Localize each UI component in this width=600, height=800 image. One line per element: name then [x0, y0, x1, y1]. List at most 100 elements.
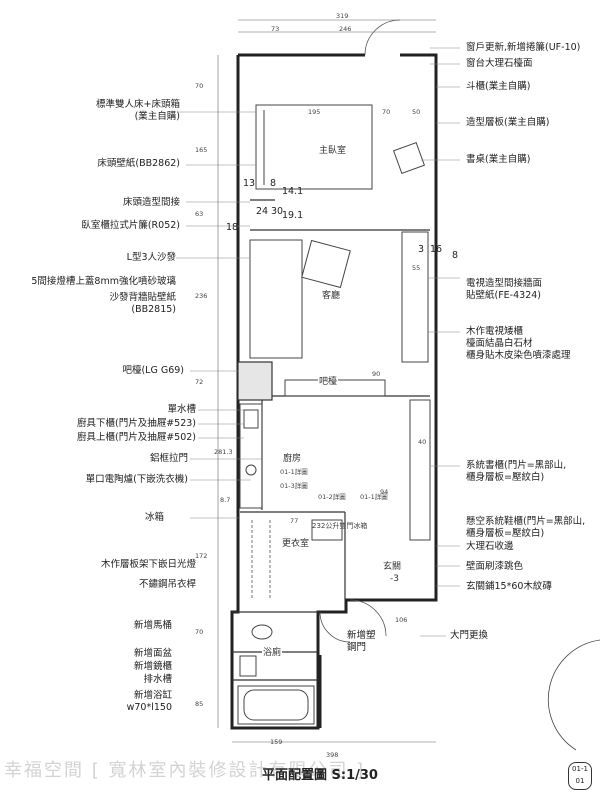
dim-misc-8b: 8	[452, 250, 459, 261]
kitchen-counter-outline	[239, 403, 263, 509]
left-label-lower-cabinet: 廚具下櫃(門片及抽屜#523)	[76, 418, 196, 429]
right-label-bookshelf: 系統書櫃(門片=黑部山, 櫃身層板=壓紋白)	[466, 460, 567, 483]
dim-misc-16: 16	[430, 244, 443, 255]
dim-bottom-left: 159	[270, 738, 283, 746]
dim-misc-8-7: 8.7	[220, 496, 231, 504]
tv-cabinet-outline	[401, 231, 429, 363]
dim-misc-40: 40	[418, 438, 427, 446]
left-label-bathtub: 新增浴缸 w70*l150	[126, 690, 172, 713]
right-label-shoe-cabinet: 懸空系統鞋櫃(門片=黑部山, 櫃身層板=壓紋白)	[466, 516, 586, 539]
right-label-tv-cabinet: 木作電視矮櫃 檯面結晶白石材 櫃身貼木皮染色噴漆處理	[466, 326, 571, 361]
dim-misc-18: 18	[226, 222, 239, 233]
fridge-outline	[311, 519, 343, 541]
dim-misc-77: 77	[290, 517, 299, 525]
dim-side-6: 172	[195, 552, 208, 560]
sheet-sub: 01	[575, 777, 585, 785]
left-label-basin: 新增面盆	[133, 648, 172, 659]
right-label-window-sill: 窗台大理石檯面	[466, 58, 533, 69]
dim-bottom-door: 106	[395, 616, 408, 624]
left-label-drain: 排水槽	[143, 674, 172, 685]
right-label-shelf: 造型層板(業主自購)	[466, 117, 550, 128]
dim-misc-19-1: 19.1	[282, 210, 304, 221]
sofa-outline	[249, 239, 351, 359]
left-label-glass-cove: 5間接燈槽上蓋8mm強化噴砂玻璃	[31, 276, 176, 287]
left-label-mirror-cabinet: 新增鏡櫃	[133, 661, 172, 672]
detail-ref-3: 01-3詳圖	[280, 482, 308, 490]
dim-misc-90: 90	[372, 370, 381, 378]
closet-hanger	[251, 520, 271, 600]
left-label-bedroom-blind: 臥室櫃拉式片簾(R052)	[81, 220, 180, 231]
left-label-fridge: 冰箱	[144, 512, 164, 523]
left-label-headboard-wallpaper: 床頭壁紙(BB2862)	[97, 158, 180, 169]
dim-misc-14-1: 14.1	[282, 186, 304, 197]
bottom-label-plastic-door: 新增塑 鋼門	[347, 630, 376, 653]
left-label-cooktop: 單口電陶爐(下嵌洗衣機)	[85, 474, 188, 485]
right-label-window-blind: 窗戶更新,新增捲簾(UF-10)	[466, 42, 581, 53]
bottom-label-main-door: 大門更換	[450, 630, 489, 641]
bathtub-outline	[237, 685, 315, 725]
room-entry-sub: -3	[389, 574, 400, 585]
left-label-upper-cabinet: 廚具上櫃(門片及抽屜#502)	[76, 432, 196, 443]
dim-side-0: 70	[195, 82, 204, 90]
right-label-entry-tile: 玄關鋪15*60木紋磚	[466, 581, 552, 592]
dim-top-left: 73	[271, 25, 280, 33]
dim-side-5: 281.3	[214, 448, 233, 456]
right-label-desk: 書桌(業主自購)	[466, 154, 531, 165]
dim-misc-3: 3	[418, 244, 425, 255]
dim-top-right: 246	[339, 25, 352, 33]
room-bar: 吧檯	[318, 377, 339, 388]
left-label-sliding-door: 鋁框拉門	[149, 453, 188, 464]
detail-bubble-arc	[547, 639, 600, 751]
dim-top-overall: 319	[336, 12, 349, 20]
dim-bedroom-width: 195	[308, 108, 321, 116]
left-label-headboard-indirect: 床頭造型間接	[122, 197, 180, 208]
desk-outline	[392, 141, 426, 175]
dim-side-8: 85	[195, 700, 204, 708]
right-label-tv-wall: 電視造型間接牆面 貼壁紙(FE-4324)	[466, 278, 543, 301]
room-bath: 浴廁	[262, 648, 283, 659]
left-label-sofa: L型3人沙發	[126, 252, 176, 263]
right-label-chest: 斗櫃(業主自購)	[466, 81, 531, 92]
leader-lines	[176, 47, 460, 637]
left-label-sink: 單水槽	[167, 404, 196, 415]
fridge-note: 232公升雙門冰箱	[312, 522, 368, 530]
watermark: 幸福空間 [ 寬林室內裝修設計有限公司 ]	[4, 760, 366, 781]
left-label-sofa-wallpaper: 沙發背牆貼壁紙 (BB2815)	[109, 292, 176, 315]
left-label-bed: 標準雙人床+床頭箱 (業主自購)	[96, 99, 180, 122]
dimension-lines	[217, 19, 436, 743]
right-label-marble-edge: 大理石收邊	[466, 541, 514, 552]
dim-misc-30: 30	[271, 206, 284, 217]
left-label-hanging-rod: 不鏽鋼吊衣桿	[138, 579, 196, 590]
left-label-shelf-light: 木作層板架下嵌日光燈	[100, 559, 196, 570]
room-closet: 更衣室	[281, 539, 311, 550]
dim-bedroom-mid: 70	[382, 108, 391, 116]
dim-misc-94: 94	[380, 488, 389, 496]
dim-misc-8a: 8	[270, 178, 277, 189]
left-label-toilet: 新增馬桶	[133, 620, 172, 631]
dim-misc-24: 24	[256, 206, 269, 217]
dim-side-7: 70	[195, 628, 204, 636]
left-label-bar: 吧檯(LG G69)	[122, 365, 184, 376]
room-kitchen: 廚房	[282, 454, 303, 465]
room-entry: 玄關	[382, 562, 403, 573]
detail-ref-2: 01-2詳圖	[318, 493, 346, 501]
dim-misc-13: 13	[243, 178, 256, 189]
dim-side-1: 165	[195, 146, 208, 154]
dim-misc-55: 55	[412, 264, 421, 272]
dim-bedroom-right: 50	[412, 108, 421, 116]
toilet-outline	[251, 624, 273, 640]
dim-side-3: 236	[195, 292, 208, 300]
bed-outline	[255, 104, 373, 190]
bookshelf-outline	[409, 399, 431, 541]
detail-ref-1: 01-1詳圖	[280, 468, 308, 476]
sheet-number: 01-1	[572, 765, 588, 773]
room-master-bedroom: 主臥室	[318, 146, 348, 157]
door-swings	[319, 19, 401, 643]
detail-ref-4: 01-1詳圖	[360, 493, 388, 501]
sheet-tag: 01-1 01	[568, 762, 592, 790]
room-living: 客廳	[321, 291, 342, 302]
basin-outline	[239, 655, 257, 677]
right-label-wall-paint: 壁面刷漆跳色	[466, 561, 524, 572]
dim-side-4: 72	[195, 378, 204, 386]
